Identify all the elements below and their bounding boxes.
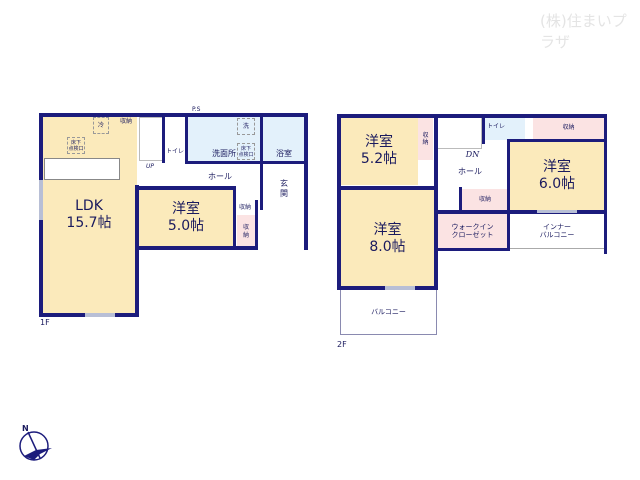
floor-1-label: 1F: [40, 318, 50, 327]
kitchen-counter: [44, 158, 120, 180]
toilet-2f: トイレ: [485, 117, 525, 140]
washer-space: 洗: [237, 118, 255, 135]
ps-label: P.S: [192, 106, 201, 113]
room-size: 5.0帖: [167, 218, 205, 234]
room-name: 洋室: [543, 159, 571, 176]
hall-2f: ホール: [458, 167, 482, 177]
hall-1f: ホール: [208, 172, 232, 182]
entrance: 玄 関: [280, 179, 288, 198]
watermark: (株)住まいプラザ: [540, 12, 627, 51]
room-size: 6.0帖: [538, 176, 576, 192]
room-ldk: LDK 15.7帖: [41, 115, 137, 315]
balcony: バルコニー: [340, 289, 437, 335]
storage-top-2f: 収納: [533, 117, 604, 139]
bathroom: 浴室: [262, 117, 306, 163]
floor-2-label: 2F: [337, 340, 347, 349]
compass-north-label: N: [22, 424, 29, 433]
fridge: 冷: [93, 117, 109, 134]
north-compass-icon: N: [16, 424, 56, 464]
room-western-8-0: 洋室 8.0帖: [340, 190, 435, 287]
room-western-5-2: 洋室 5.2帖: [340, 117, 418, 185]
room-size: 5.2帖: [360, 151, 398, 167]
inner-balcony: インナー バルコニー: [510, 214, 604, 249]
toilet-1f: トイレ: [165, 147, 184, 155]
room-western-6-0: 洋室 6.0帖: [510, 142, 604, 210]
storage-room1: 収 納: [418, 118, 433, 160]
room-size: 8.0帖: [369, 238, 406, 255]
room-western-5-0: 洋室 5.0帖: [139, 188, 233, 248]
staircase-1f: [139, 117, 164, 161]
storage-side: 収 納: [237, 215, 255, 248]
storage-small: 収納: [238, 204, 251, 212]
ldk-size: 15.7帖: [66, 215, 112, 231]
storage-ldk: 収納: [119, 118, 132, 126]
storage-hall-2f: 収納: [462, 189, 508, 210]
staircase-2f: [437, 117, 482, 149]
ldk-name: LDK: [75, 198, 103, 215]
walk-in-closet: ウォークイン クローゼット: [437, 214, 508, 248]
up-label: UP: [145, 163, 154, 171]
floor-inspection-hatch-2: 床下 点検口: [237, 143, 255, 160]
dn-label: DN: [465, 150, 480, 160]
washroom: 洗面所: [188, 117, 260, 163]
room-name: 洋室: [365, 134, 393, 151]
room-name: 洋室: [373, 221, 402, 238]
room-name: 洋室: [172, 201, 200, 218]
floor-inspection-hatch: 床下 点検口: [67, 137, 85, 154]
